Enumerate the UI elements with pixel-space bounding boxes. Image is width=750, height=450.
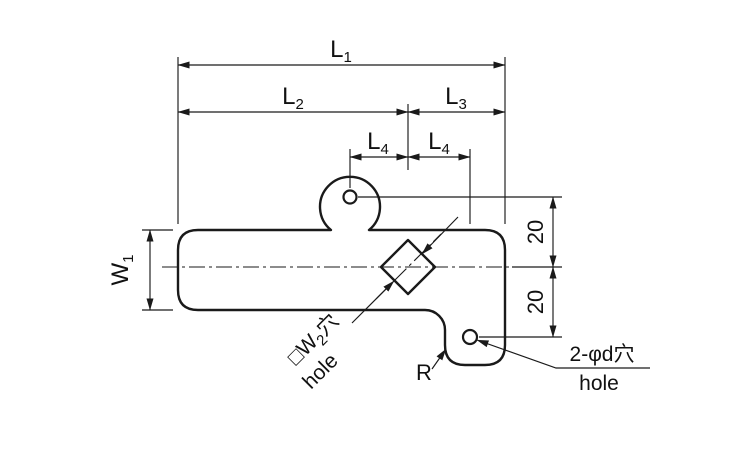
bottom-mounting-hole [461, 328, 479, 346]
label-w1: W1 [107, 255, 137, 286]
label-l3: L3 [445, 83, 467, 113]
leader-round-hole [476, 339, 650, 369]
label-l4-right: L4 [428, 128, 450, 158]
top-mounting-hole [342, 189, 358, 205]
dim-line-w2-upper [421, 216, 459, 255]
label-l4-left: L4 [367, 128, 389, 158]
label-radius: R [416, 360, 432, 385]
dim-line-w2-lower [351, 280, 395, 324]
label-l2: L2 [282, 83, 304, 113]
square-hole [379, 238, 437, 296]
leader-radius [431, 348, 447, 370]
part-outline [176, 175, 507, 367]
label-l1: L1 [330, 36, 352, 66]
label-20-bottom: 20 [523, 290, 548, 314]
label-round-hole-en: hole [579, 372, 619, 395]
label-round-hole: 2-φd穴 [570, 343, 635, 366]
label-20-top: 20 [523, 220, 548, 244]
